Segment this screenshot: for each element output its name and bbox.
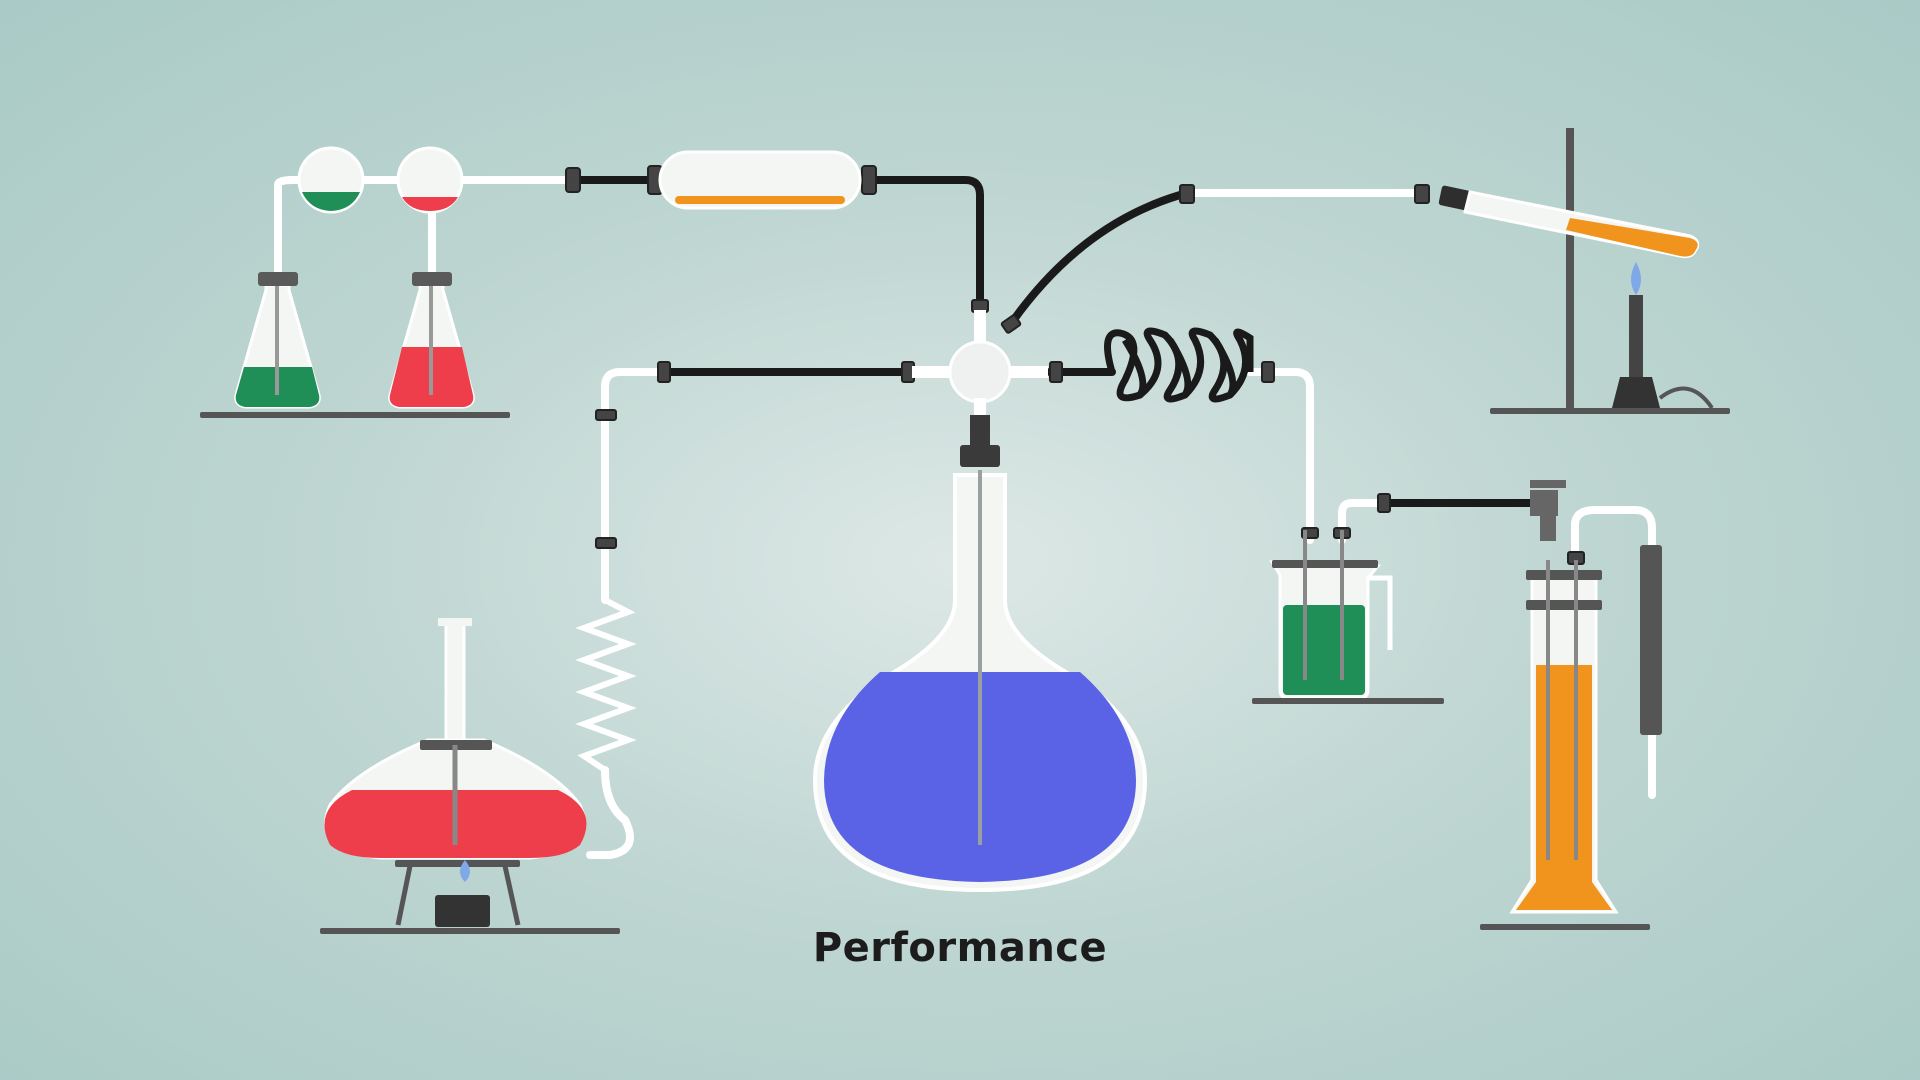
test-tube-icon <box>1438 185 1700 259</box>
round-bulb-icon <box>396 146 464 214</box>
bunsen-burner-icon <box>1612 262 1714 410</box>
shelf <box>320 928 620 934</box>
shelf <box>200 412 510 418</box>
tap-icon <box>1530 480 1566 541</box>
round-bottom-flask-icon <box>324 618 587 860</box>
erlenmeyer-flask-icon <box>388 272 475 409</box>
graduated-cylinder-icon <box>1509 560 1619 914</box>
spiral-tube-icon <box>575 597 637 773</box>
retort-stand-icon <box>1490 128 1730 414</box>
shelf <box>1480 924 1650 930</box>
tripod-icon <box>395 860 521 927</box>
five-way-connector-icon <box>912 310 1048 428</box>
spiral-tube-icon <box>1640 545 1662 790</box>
beaker-icon <box>1269 530 1393 700</box>
tube-joints <box>565 165 1585 565</box>
erlenmeyer-flask-icon <box>234 272 321 409</box>
drying-tube-icon <box>658 150 862 210</box>
coil-condenser-icon <box>1104 327 1254 403</box>
shelf <box>1252 698 1444 704</box>
round-bulb-icon <box>297 146 365 214</box>
volumetric-flask-icon <box>812 415 1148 893</box>
caption-title: Performance <box>812 925 1108 971</box>
